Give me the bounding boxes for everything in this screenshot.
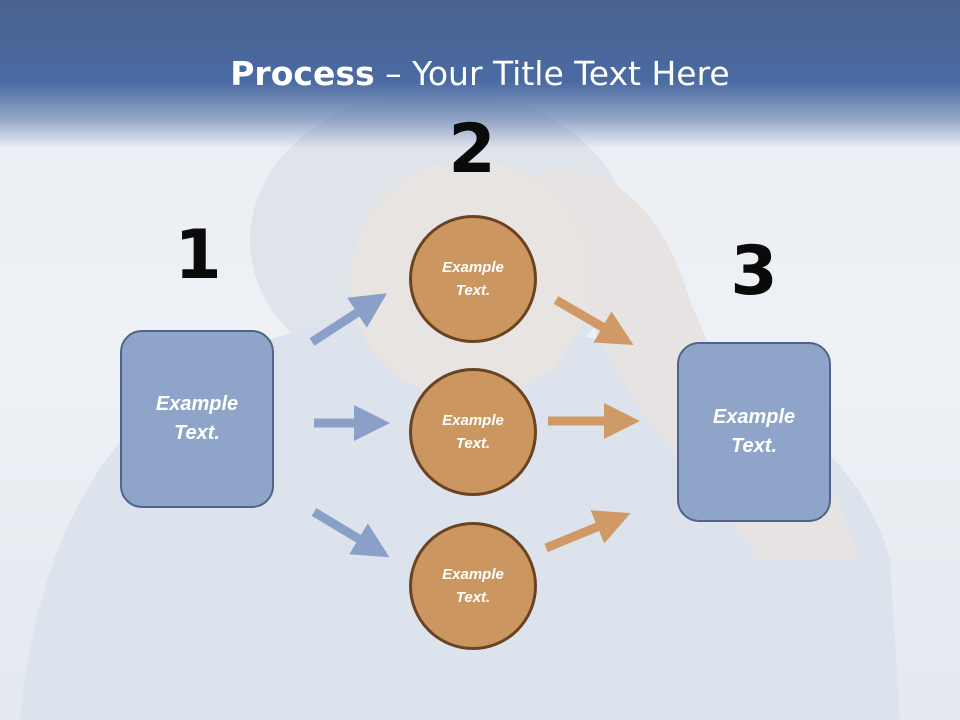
- arrow-blue-down: [311, 508, 390, 558]
- arrow-orange-up: [544, 510, 631, 553]
- circle-middle-label: Example Text.: [442, 412, 504, 452]
- step-2-circle-bottom: Example Text.: [409, 522, 537, 650]
- circle-top-label: Example Text.: [442, 259, 504, 299]
- header-band: [0, 0, 960, 148]
- title-bold: Process: [230, 54, 375, 93]
- step-number-2: 2: [448, 110, 496, 189]
- step-2-circle-middle: Example Text.: [409, 368, 537, 496]
- step-number-1: 1: [174, 216, 222, 295]
- circle-bottom-label: Example Text.: [442, 566, 504, 606]
- step-3-box: Example Text.: [677, 342, 831, 522]
- arrow-blue-up: [309, 293, 388, 346]
- arrow-orange-down: [553, 296, 634, 346]
- step-number-3: 3: [730, 232, 778, 311]
- step-1-box: Example Text.: [120, 330, 274, 508]
- step-1-box-label: Example Text.: [155, 393, 239, 444]
- step-3-box-label: Example Text.: [712, 406, 796, 457]
- step-2-circle-top: Example Text.: [409, 215, 537, 343]
- slide-title: Process – Your Title Text Here: [0, 52, 960, 96]
- title-rest: – Your Title Text Here: [374, 54, 730, 93]
